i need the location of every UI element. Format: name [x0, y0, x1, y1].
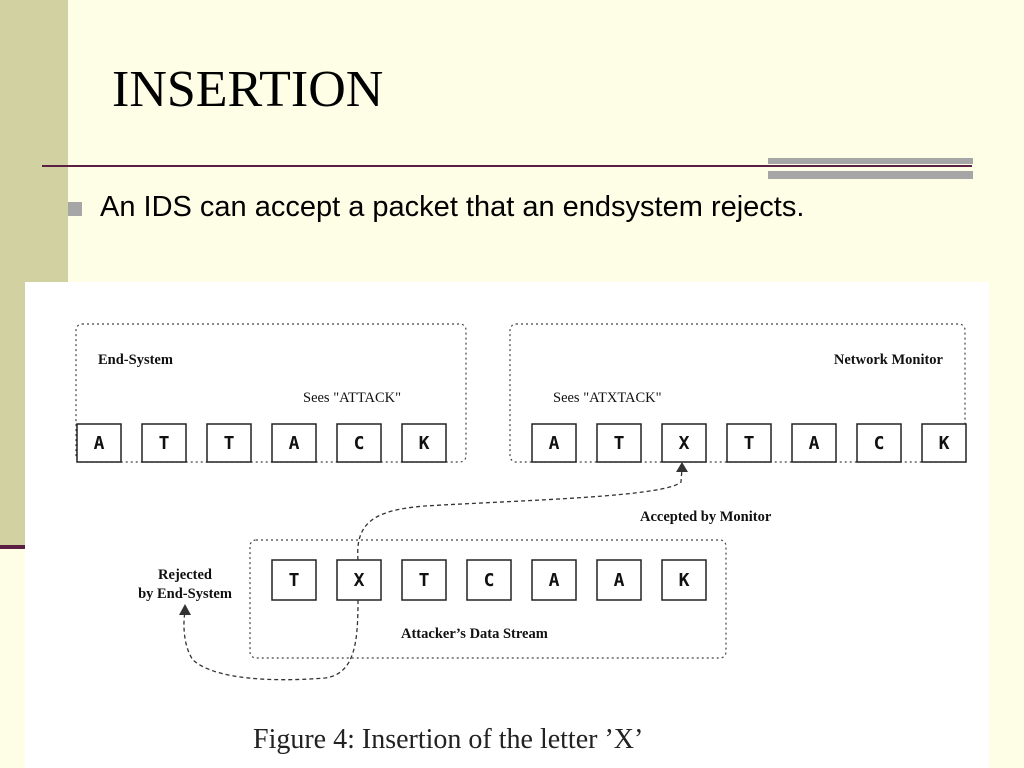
network-monitor-cell	[791, 423, 837, 463]
attacker-stream-cell	[596, 559, 642, 601]
end-system-cell-letter: T	[224, 433, 235, 454]
network-monitor-cell	[921, 423, 967, 463]
attacker-stream-cell-letter: A	[614, 570, 625, 591]
attacker-stream-cell	[531, 559, 577, 601]
accepted-label: Accepted by Monitor	[640, 509, 772, 525]
end-system-cell-letter: A	[94, 433, 105, 454]
network-monitor-cell-letter: C	[874, 433, 885, 454]
bullet-marker	[68, 202, 82, 216]
end-system-cell-letter: C	[354, 433, 365, 454]
figure-caption: Figure 4: Insertion of the letter ’X’	[253, 724, 643, 755]
network-monitor-cell-letter: T	[744, 433, 755, 454]
attacker-stream-cell-letter: T	[419, 570, 430, 591]
attacker-stream-cell	[661, 559, 707, 601]
attacker-stream-cell	[401, 559, 447, 601]
attacker-stream-cell-letter: X	[354, 570, 365, 591]
network-monitor-cell-letter: X	[679, 433, 690, 454]
end-system-cell	[76, 423, 122, 463]
network-monitor-cell	[661, 423, 707, 463]
end-system-label: End-System	[98, 352, 173, 368]
insertion-diagram: End-System Sees "ATTACK" A T T A C K Network …	[75, 323, 967, 755]
title-rule	[42, 165, 972, 167]
network-monitor-label: Network Monitor	[834, 352, 944, 368]
attacker-stream-label: Attacker’s Data Stream	[401, 626, 548, 642]
end-system-cell-letter: K	[419, 433, 430, 454]
end-system-sees: Sees "ATTACK"	[303, 390, 401, 406]
network-monitor-sees: Sees "ATXTACK"	[553, 390, 662, 406]
insertion-figure: End-System Sees "ATTACK" A T T A C K Network …	[25, 282, 989, 768]
network-monitor-cell-letter: A	[809, 433, 820, 454]
network-monitor-cell	[531, 423, 577, 463]
rejected-arrowhead	[179, 604, 191, 615]
title-rule-accent-top	[768, 158, 973, 164]
left-accent-tick	[0, 545, 26, 549]
end-system-cell	[141, 423, 187, 463]
attacker-stream-cell-letter: A	[549, 570, 560, 591]
accepted-arrowhead	[676, 462, 688, 472]
end-system-cell-letter: T	[159, 433, 170, 454]
title-rule-accent-bottom	[768, 171, 973, 179]
attacker-stream-box	[249, 539, 727, 659]
network-monitor-cell-letter: K	[939, 433, 950, 454]
attacker-stream-cell	[336, 559, 382, 601]
network-monitor-cell-letter: T	[614, 433, 625, 454]
end-system-cell	[271, 423, 317, 463]
network-monitor-cell	[596, 423, 642, 463]
end-system-box	[75, 323, 467, 463]
accepted-arrow	[357, 467, 683, 561]
rejected-label-line1: Rejected	[158, 567, 212, 583]
network-monitor-cell	[856, 423, 902, 463]
attacker-stream-cell-letter: T	[289, 570, 300, 591]
end-system-cell-letter: A	[289, 433, 300, 454]
end-system-cell	[401, 423, 447, 463]
rejected-label-line2: by End-System	[138, 586, 232, 602]
bullet-text: An IDS can accept a packet that an endsy…	[100, 191, 805, 223]
network-monitor-cell-letter: A	[549, 433, 560, 454]
network-monitor-box	[509, 323, 966, 463]
attacker-stream-cell-letter: C	[484, 570, 495, 591]
slide-title: INSERTION	[112, 61, 384, 118]
attacker-stream-cell-letter: K	[679, 570, 690, 591]
rejected-arrow	[183, 599, 359, 681]
end-system-cell	[336, 423, 382, 463]
network-monitor-cell	[726, 423, 772, 463]
attacker-stream-cell	[271, 559, 317, 601]
attacker-stream-cell	[466, 559, 512, 601]
end-system-cell	[206, 423, 252, 463]
